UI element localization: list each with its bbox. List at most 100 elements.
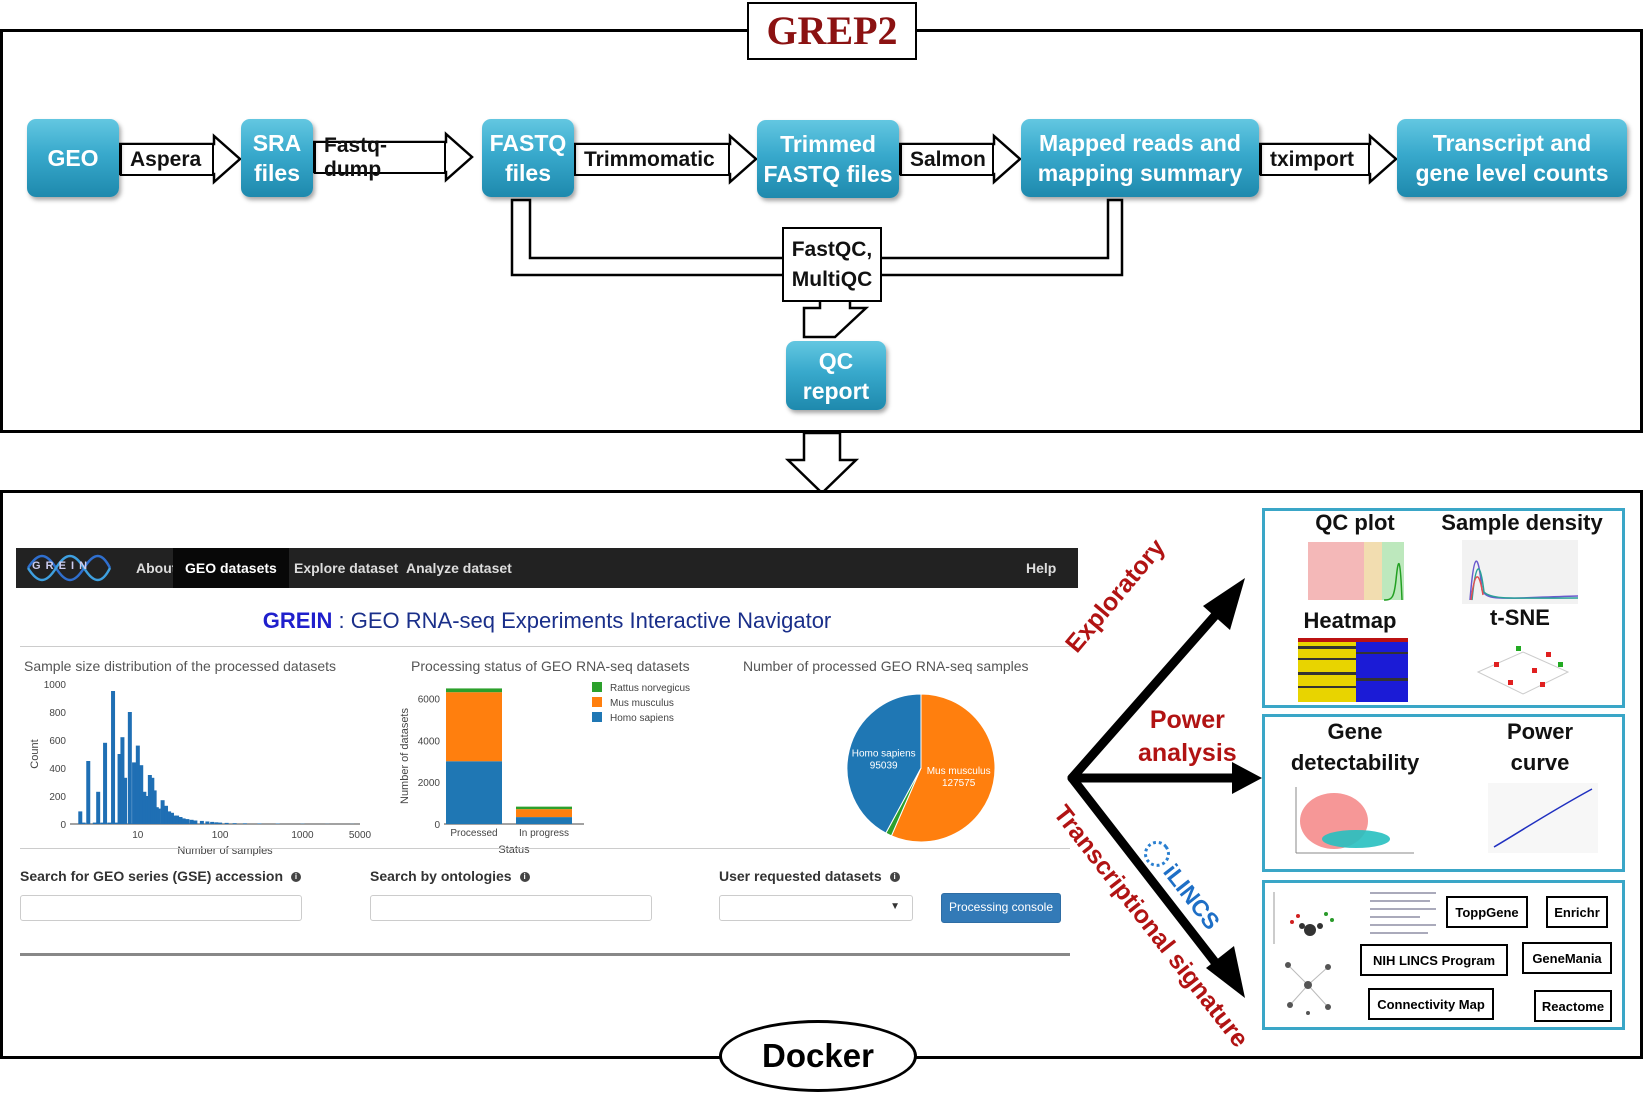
x-tick-label: 100	[212, 830, 229, 841]
histogram-bar	[117, 754, 122, 824]
y-axis-label: Count	[29, 739, 41, 768]
panel-title-sample-size: Sample size distribution of the processe…	[24, 658, 337, 674]
label-search-gse: Search for GEO series (GSE) accession i	[20, 868, 302, 884]
pie-value: 95039	[870, 761, 898, 772]
search-gse-input[interactable]	[20, 895, 302, 921]
histogram-bar	[205, 821, 210, 824]
tsne-label: t-SNE	[1490, 605, 1550, 630]
y-tick-label: 0	[60, 820, 66, 831]
node-fastq: FASTQ files	[482, 119, 574, 197]
node-geo: GEO	[27, 119, 119, 197]
nav-geo-datasets[interactable]: GEO datasets	[173, 548, 289, 588]
legend-label: Mus musculus	[610, 698, 674, 709]
tool-trimmomatic: Trimmomatic	[574, 143, 730, 176]
gene-detectability-line1: Gene	[1327, 719, 1383, 744]
node-counts: Transcript and gene level counts	[1397, 119, 1627, 197]
legend-swatch	[592, 682, 602, 692]
x-tick-label: In progress	[519, 828, 569, 839]
nav-explore-dataset[interactable]: Explore dataset	[294, 560, 399, 576]
arrow-to-qc	[802, 298, 870, 339]
grein-title: GREIN : GEO RNA-seq Experiments Interact…	[16, 608, 1078, 634]
stacked-bar-segment	[446, 692, 502, 762]
histogram-bar	[139, 765, 144, 824]
power-curve-label: Power curve	[1490, 716, 1590, 778]
node-mapped: Mapped reads and mapping summary	[1021, 119, 1259, 197]
info-icon[interactable]: i	[519, 872, 530, 883]
app-reactome: Reactome	[1534, 990, 1612, 1022]
pie-label: Homo sapiens	[852, 749, 916, 760]
y-tick-label: 2000	[418, 778, 441, 789]
histogram-bar	[167, 811, 172, 824]
histogram-bar	[111, 691, 116, 824]
grein-navbar: G R E I N About GEO datasets Explore dat…	[16, 548, 1078, 588]
histogram-bar	[123, 777, 128, 824]
legend-label: Homo sapiens	[610, 713, 674, 724]
grep2-title: GREP2	[747, 2, 917, 60]
y-tick-label: 4000	[418, 736, 441, 747]
gene-detectability-line2: detectability	[1290, 750, 1420, 775]
grein-divider-top	[20, 646, 1070, 647]
branch-label-power-line2: analysis	[1138, 739, 1237, 767]
histogram-bar	[150, 777, 155, 824]
histogram-bar	[175, 815, 180, 824]
processing-console-button[interactable]: Processing console	[941, 893, 1061, 923]
histogram-bar	[193, 820, 198, 824]
histogram-bar	[210, 821, 215, 824]
tool-fastqc-line2: MultiQC	[791, 267, 873, 291]
histogram-bar	[96, 791, 101, 824]
nav-help[interactable]: Help	[1026, 560, 1057, 576]
histogram-bar	[189, 819, 194, 824]
dna-logo-icon	[26, 554, 112, 582]
info-icon[interactable]: i	[889, 872, 900, 883]
arrowhead-power	[1232, 762, 1262, 794]
node-fastq-line1: FASTQ	[489, 130, 567, 156]
histogram-bar	[164, 805, 169, 824]
sample-density-thumbnail	[1462, 540, 1578, 604]
info-icon[interactable]: i	[291, 872, 302, 883]
arrow-to-grein	[784, 431, 860, 495]
histogram-bar	[135, 745, 140, 824]
histogram-bar	[160, 800, 165, 824]
y-axis-label: Number of datasets	[399, 708, 411, 804]
network-thumbnail	[1285, 962, 1331, 1015]
y-tick-label: 6000	[418, 694, 441, 705]
grein-title-brand: GREIN	[262, 608, 333, 633]
node-qc-report: QC report	[786, 341, 886, 410]
legend-swatch	[592, 712, 602, 722]
histogram-bar	[172, 815, 177, 824]
stacked-bar-segment	[446, 761, 502, 824]
nav-analyze-dataset[interactable]: Analyze dataset	[406, 560, 512, 576]
node-sra-line2: files	[253, 160, 301, 186]
histogram-bar	[224, 822, 229, 824]
label-search-gse-text: Search for GEO series (GSE) accession	[20, 868, 284, 884]
y-tick-label: 1000	[44, 680, 67, 691]
node-mapped-line2: mapping summary	[1037, 160, 1243, 186]
grein-screenshot: G R E I N About GEO datasets Explore dat…	[16, 548, 1078, 988]
search-ontology-input[interactable]	[370, 895, 652, 921]
histogram-bar	[169, 812, 174, 824]
user-requested-select[interactable]: ▼	[719, 895, 913, 921]
grein-logo-text: G R E I N	[32, 560, 89, 572]
stacked-bar-segment	[516, 806, 572, 810]
legend-label: Rattus norvegicus	[610, 683, 690, 694]
x-tick-label: Processed	[450, 828, 497, 839]
pie-value: 127575	[942, 778, 976, 789]
grein-logo[interactable]: G R E I N	[24, 548, 112, 588]
heatmap-thumbnail	[1298, 638, 1408, 702]
stacked-bar-segment	[516, 809, 572, 818]
stacked-bar-segment	[516, 817, 572, 824]
histogram-bar	[218, 822, 223, 824]
histogram-bar	[242, 823, 247, 824]
tool-salmon: Salmon	[900, 143, 994, 176]
app-connectivity-map: Connectivity Map	[1368, 988, 1494, 1020]
label-user-requested-text: User requested datasets	[719, 868, 882, 884]
panel-title-processed-samples: Number of processed GEO RNA-seq samples	[743, 658, 1029, 674]
qc-plot-thumbnail	[1308, 542, 1404, 601]
power-curve-line1: Power	[1506, 719, 1574, 744]
histogram-bar	[257, 823, 262, 824]
node-sra-line1: SRA	[252, 130, 302, 156]
nav-about[interactable]: About	[136, 560, 177, 576]
